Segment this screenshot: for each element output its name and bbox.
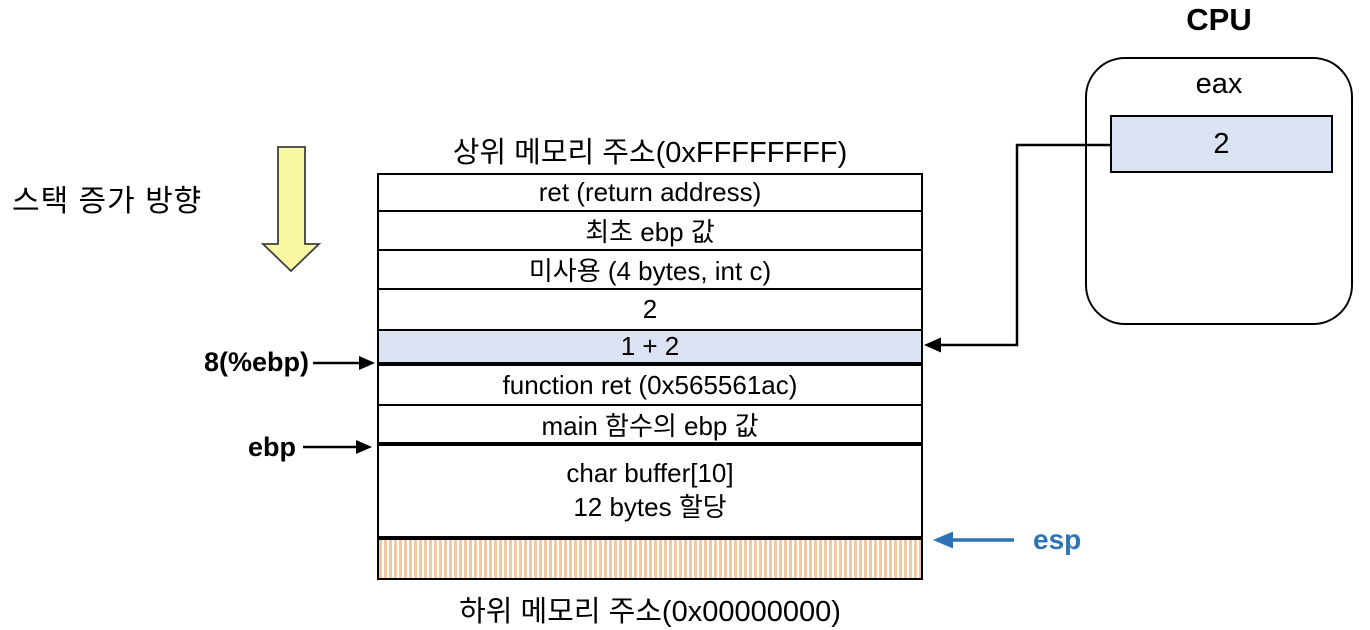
stack-row-value-2: 2	[379, 290, 921, 331]
ebp-label: ebp	[247, 432, 296, 462]
stack-row-function-ret: function ret (0x565561ac)	[379, 366, 921, 406]
eax-register-value-box: 2	[1110, 115, 1333, 173]
stack-table: ret (return address) 최초 ebp 값 미사용 (4 byt…	[377, 173, 923, 580]
stack-row-initial-ebp: 최초 ebp 값	[379, 212, 921, 251]
stack-growth-direction-label: 스택 증가 방향	[12, 185, 203, 218]
char-buffer-line1: char buffer[10]	[566, 458, 734, 489]
eax-register-value: 2	[1213, 127, 1230, 160]
eax-register-label: eax	[1195, 68, 1243, 100]
esp-label: esp	[1033, 524, 1082, 555]
esp-arrowhead-icon	[933, 531, 953, 549]
eax-to-stack-arrowhead-icon	[924, 337, 941, 353]
cpu-title: CPU	[1186, 2, 1252, 37]
ebp-offset8-arrowhead-icon	[359, 356, 375, 370]
char-buffer-line2: 12 bytes 할당	[573, 492, 727, 522]
upper-memory-address-label: 상위 메모리 주소(0xFFFFFFFF)	[452, 137, 848, 169]
stack-row-hatched-unused	[379, 540, 921, 578]
stack-row-return-address: ret (return address)	[379, 175, 921, 212]
lower-memory-address-label: 하위 메모리 주소(0x00000000)	[459, 596, 841, 628]
stack-row-char-buffer: char buffer[10] 12 bytes 할당	[379, 446, 921, 540]
stack-row-unused-int-c: 미사용 (4 bytes, int c)	[379, 251, 921, 290]
stack-growth-down-arrow-icon	[260, 146, 322, 273]
stack-row-sum-highlighted: 1 + 2	[379, 331, 921, 366]
ebp-offset8-label: 8(%ebp)	[203, 347, 309, 377]
stack-row-main-ebp: main 함수의 ebp 값	[379, 406, 921, 446]
ebp-arrowhead-icon	[356, 440, 372, 454]
